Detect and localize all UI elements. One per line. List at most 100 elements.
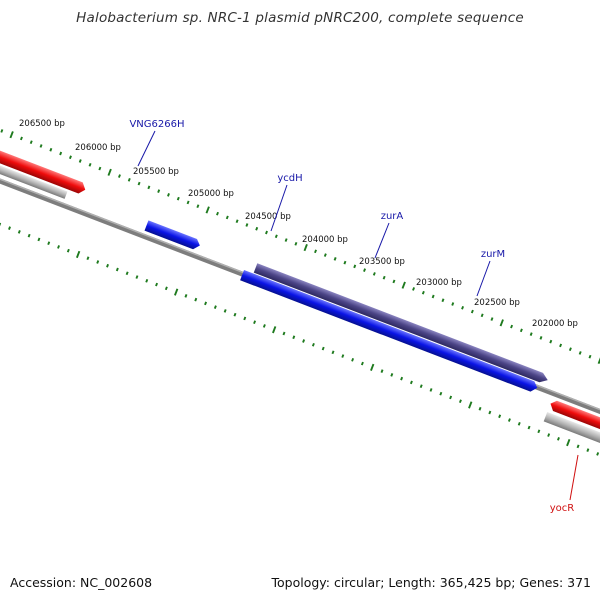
inner-minor-tick [302,339,306,343]
gene-label-VNG6266H[interactable]: VNG6266H [129,119,184,130]
gene-blue-2 [352,312,436,353]
outer-minor-tick [578,351,582,355]
inner-major-tick [566,439,571,447]
outer-minor-tick [284,238,288,242]
inner-major-tick [272,326,277,334]
bp-label: 203500 bp [359,257,405,267]
gene-zurA [424,328,548,383]
gene-label-yocR[interactable]: yocR [550,503,575,514]
inner-minor-tick [184,294,188,298]
inner-minor-tick [243,316,247,321]
outer-minor-tick [470,309,474,314]
inner-minor-tick [419,384,423,388]
inner-minor-tick [125,271,129,276]
outer-minor-tick [568,347,572,351]
gene-label-zurM[interactable]: zurM [481,249,505,260]
inner-minor-tick [135,275,139,279]
outer-minor-tick [519,328,523,333]
accession-text: Accession: NC_002608 [10,575,153,590]
outer-minor-tick [549,339,553,344]
inner-minor-tick [145,278,149,283]
inner-minor-tick [498,414,502,419]
outer-minor-tick [343,260,347,265]
inner-minor-tick [253,320,257,325]
inner-minor-tick [17,230,21,234]
outer-minor-tick [265,230,268,235]
bp-label: 205000 bp [188,189,234,199]
outer-minor-tick [529,332,533,336]
bp-label: 206000 bp [75,143,121,153]
gene-label-zurA[interactable]: zurA [381,211,404,222]
outer-major-tick [499,319,504,327]
outer-minor-tick [147,185,151,190]
inner-minor-tick [262,324,266,328]
inner-tick-row [0,222,600,456]
outer-minor-tick [225,215,229,220]
bp-label: 202000 bp [532,319,578,329]
outer-minor-tick [323,253,327,257]
inner-minor-tick [86,256,90,261]
gene-right-gray [543,412,600,468]
inner-minor-tick [292,335,296,340]
inner-minor-tick [47,241,51,246]
outer-minor-tick [333,257,337,261]
outer-minor-tick [363,268,366,272]
outer-minor-tick [490,317,494,321]
gene-label-ycdH[interactable]: ycdH [277,173,302,184]
inner-major-tick [75,250,81,259]
inner-minor-tick [223,309,227,313]
gene-leader-line [137,130,156,167]
inner-minor-tick [57,245,60,249]
inner-minor-tick [507,418,511,422]
outer-minor-tick [421,290,425,295]
inner-minor-tick [115,267,119,272]
outer-tick-row [0,129,600,365]
outer-minor-tick [451,302,455,306]
outer-minor-tick [196,204,200,209]
outer-minor-tick [78,159,82,163]
inner-minor-tick [429,388,433,392]
outer-major-tick [303,243,308,252]
inner-major-tick [370,363,375,371]
outer-minor-tick [461,305,465,310]
inner-minor-tick [194,297,198,302]
inner-minor-tick [66,248,70,253]
inner-minor-tick [586,448,590,452]
outer-minor-tick [59,151,63,156]
inner-minor-tick [449,395,453,400]
inner-minor-tick [351,357,355,362]
gene-blue-1 [240,269,359,324]
outer-minor-tick [510,324,514,329]
outer-minor-tick [245,223,249,227]
outer-minor-tick [98,166,102,171]
inner-minor-tick [596,452,600,456]
outer-minor-tick [431,294,435,299]
inner-minor-tick [8,226,11,230]
inner-minor-tick [576,444,580,449]
inner-minor-tick [106,263,109,268]
gene-VNG6266H [144,220,200,250]
gene-yocR [550,400,600,456]
inner-minor-tick [458,399,462,404]
outer-minor-tick [588,354,592,359]
outer-minor-tick [216,211,219,216]
outer-minor-tick [255,226,259,231]
outer-minor-tick [412,287,416,291]
gene-leader-line [270,184,288,232]
outer-minor-tick [118,174,121,178]
outer-minor-tick [382,275,386,280]
outer-major-tick [9,131,14,139]
outer-minor-tick [186,200,190,205]
outer-major-tick [107,168,112,176]
outer-minor-tick [539,336,543,340]
outer-minor-tick [157,189,161,193]
outer-minor-tick [441,298,445,303]
outer-major-tick [205,206,210,214]
outer-minor-tick [137,181,141,186]
outer-minor-tick [235,219,239,224]
outer-major-tick [401,281,406,289]
inner-minor-tick [37,237,41,242]
inner-minor-tick [400,376,404,381]
gene-left-red [0,137,86,194]
